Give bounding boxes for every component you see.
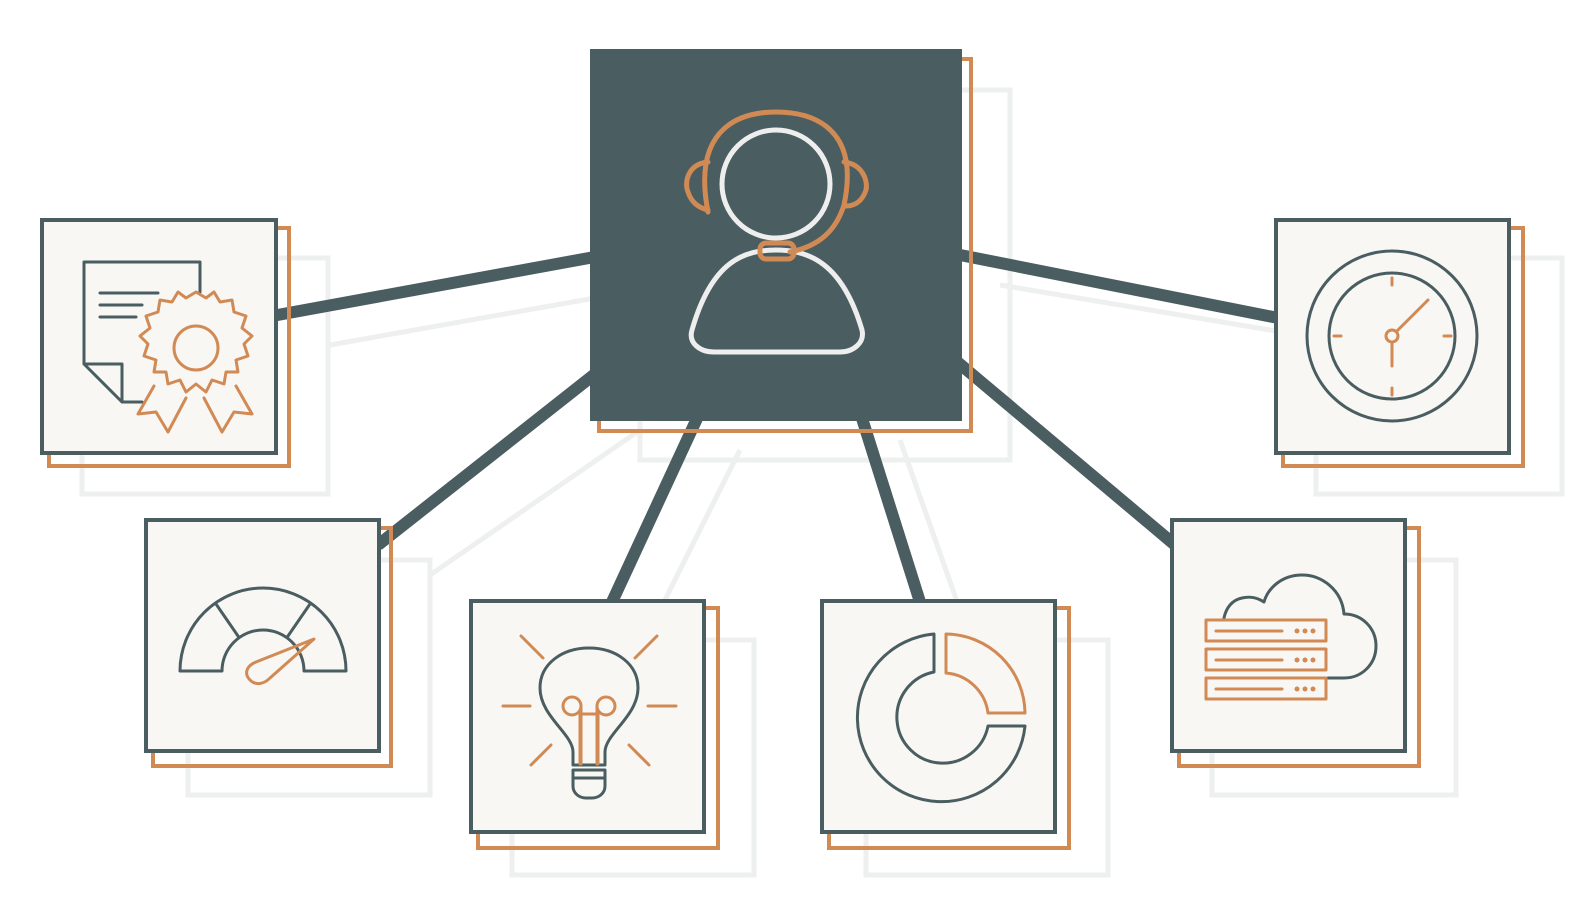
certificate-award-icon (82, 260, 254, 434)
connector-cloud (951, 355, 1179, 550)
hub-tile[interactable] (590, 49, 973, 433)
donut-chart-icon (855, 632, 1027, 804)
connector-performance (374, 365, 604, 550)
connector-analytics (854, 410, 926, 604)
connector-innovation (606, 409, 706, 605)
node-certificate[interactable] (40, 218, 291, 468)
node-cloud[interactable] (1170, 518, 1421, 768)
node-analytics[interactable] (820, 599, 1071, 850)
connector-uptime (953, 248, 1280, 324)
clock-icon (1305, 249, 1479, 423)
lightbulb-idea-icon (501, 634, 678, 800)
cloud-server-icon (1204, 573, 1378, 701)
speedometer-gauge-icon (178, 586, 348, 686)
customer-support-headset-icon (684, 109, 869, 355)
node-uptime[interactable] (1274, 218, 1525, 468)
node-innovation[interactable] (469, 599, 720, 850)
connector-lines (270, 248, 1280, 605)
connector-certificate (270, 250, 602, 322)
node-performance[interactable] (144, 518, 393, 768)
